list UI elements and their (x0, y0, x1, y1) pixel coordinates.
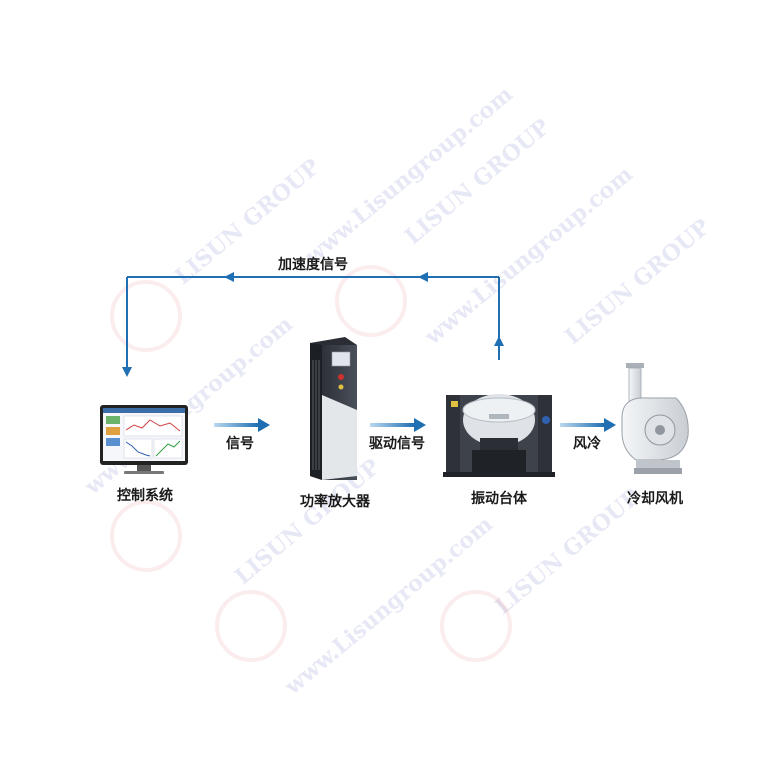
signal-label: 信号 (226, 436, 254, 452)
computer-monitor-icon (100, 405, 188, 474)
watermark-logo (335, 265, 407, 337)
control-system-label: 控制系统 (117, 488, 173, 504)
cooling-fan-label: 冷却风机 (627, 491, 683, 507)
air-cooling-arrow (560, 418, 616, 432)
feedback-label: 加速度信号 (278, 257, 348, 273)
cooling-fan-icon (621, 363, 689, 474)
power-amplifier-cabinet-icon (310, 337, 357, 480)
drive-signal-label: 驱动信号 (369, 436, 425, 452)
drive-signal-arrow (370, 418, 426, 432)
watermark-logo (110, 280, 182, 352)
vibration-table-icon (443, 394, 555, 477)
vibration-table-label: 振动台体 (471, 491, 527, 507)
signal-arrow (214, 418, 270, 432)
power-amplifier-label: 功率放大器 (300, 494, 370, 510)
air-cooling-label: 风冷 (573, 436, 601, 452)
watermark-logo (440, 590, 512, 662)
watermark-logo (215, 590, 287, 662)
feedback-loop-arrow (122, 272, 504, 377)
watermark-logo (110, 500, 182, 572)
